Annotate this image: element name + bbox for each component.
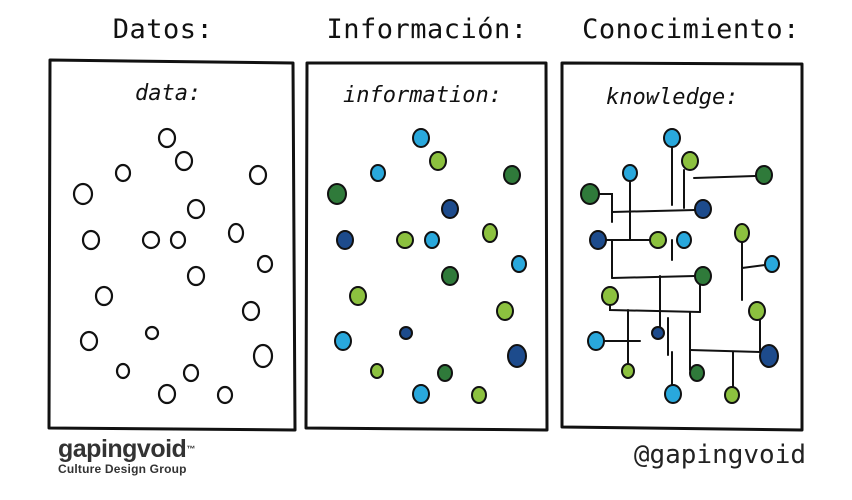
- data-dot: [174, 150, 194, 172]
- data-dot: [252, 343, 274, 369]
- knowledge-dot-cyan: [764, 255, 780, 273]
- panel-frame-knowledge: [560, 61, 804, 432]
- data-dot: [169, 230, 187, 250]
- info-dot-navy: [399, 326, 413, 340]
- logo-brand: gapingvoid: [58, 435, 187, 463]
- info-dot-cyan: [334, 331, 352, 351]
- info-dot-darkgreen: [503, 165, 521, 185]
- panel-frame-data: [47, 58, 297, 432]
- heading-conocimiento: Conocimiento:: [582, 14, 800, 45]
- knowledge-dot-lime: [649, 231, 667, 249]
- data-dot: [248, 164, 268, 186]
- info-dot-cyan: [412, 128, 430, 148]
- information-dots: [327, 128, 527, 404]
- data-dot: [157, 127, 177, 149]
- data-dot: [144, 325, 160, 341]
- info-dot-darkgreen: [327, 183, 347, 205]
- panel-label-data: data:: [135, 81, 201, 106]
- knowledge-dot-cyan: [587, 331, 605, 351]
- info-dot-cyan: [511, 255, 527, 273]
- gapingvoid-logo: gapingvoid™ Culture Design Group: [58, 436, 195, 476]
- info-dot-lime: [370, 363, 384, 379]
- info-dot-navy: [507, 344, 527, 368]
- knowledge-dot-lime: [724, 386, 740, 404]
- knowledge-dot-cyan: [663, 128, 681, 148]
- knowledge-dot-lime: [748, 301, 766, 321]
- data-dot: [81, 229, 101, 251]
- panel-label-information: information:: [343, 83, 502, 108]
- heading-datos: Datos:: [112, 14, 214, 45]
- knowledge-dot-darkgreen: [755, 165, 773, 185]
- data-dot: [186, 265, 206, 287]
- knowledge-dot-navy: [651, 326, 665, 340]
- info-dot-lime: [471, 386, 487, 404]
- panel-frame-information: [304, 61, 549, 432]
- knowledge-connections: [589, 146, 766, 389]
- data-dot: [79, 330, 99, 352]
- knowledge-dot-darkgreen: [694, 266, 712, 286]
- data-dot: [227, 222, 245, 244]
- info-dot-lime: [429, 151, 447, 171]
- knowledge-dot-lime: [601, 286, 619, 306]
- knowledge-dot-lime: [734, 223, 750, 243]
- data-dots: [72, 127, 274, 405]
- data-dot: [241, 300, 261, 322]
- data-dot: [94, 285, 114, 307]
- info-dot-darkgreen: [441, 266, 459, 286]
- knowledge-dot-darkgreen: [580, 183, 600, 205]
- knowledge-dot-navy: [759, 344, 779, 368]
- data-dot: [186, 198, 206, 220]
- info-dot-darkgreen: [437, 364, 453, 382]
- knowledge-dot-navy: [694, 199, 712, 219]
- data-dot: [141, 230, 161, 250]
- info-dot-navy: [336, 230, 354, 250]
- knowledge-dot-cyan: [622, 164, 638, 182]
- info-dot-navy: [441, 199, 459, 219]
- data-dot: [182, 363, 200, 383]
- info-dot-lime: [396, 231, 414, 249]
- knowledge-dot-lime: [681, 151, 699, 171]
- data-dot: [157, 383, 177, 405]
- logo-tagline: Culture Design Group: [58, 462, 187, 476]
- knowledge-dot-lime: [621, 363, 635, 379]
- panel-label-knowledge: knowledge:: [606, 85, 738, 110]
- data-dot: [72, 182, 94, 206]
- data-dot: [256, 254, 274, 274]
- info-dot-lime: [496, 301, 514, 321]
- knowledge-dot-navy: [589, 230, 607, 250]
- knowledge-dot-cyan: [676, 231, 692, 249]
- info-dot-cyan: [370, 164, 386, 182]
- knowledge-dot-darkgreen: [689, 364, 705, 382]
- author-handle: @gapingvoid: [633, 440, 806, 470]
- heading-informacion: Información:: [326, 14, 528, 45]
- info-dot-cyan: [412, 384, 430, 404]
- knowledge-dots: [580, 128, 780, 404]
- data-dot: [114, 163, 132, 183]
- data-dot: [115, 362, 131, 380]
- trademark-mark: ™: [186, 444, 195, 454]
- info-dot-cyan: [424, 231, 440, 249]
- info-dot-lime: [482, 223, 498, 243]
- data-dot: [216, 385, 234, 405]
- knowledge-dot-cyan: [664, 384, 682, 404]
- info-dot-lime: [349, 286, 367, 306]
